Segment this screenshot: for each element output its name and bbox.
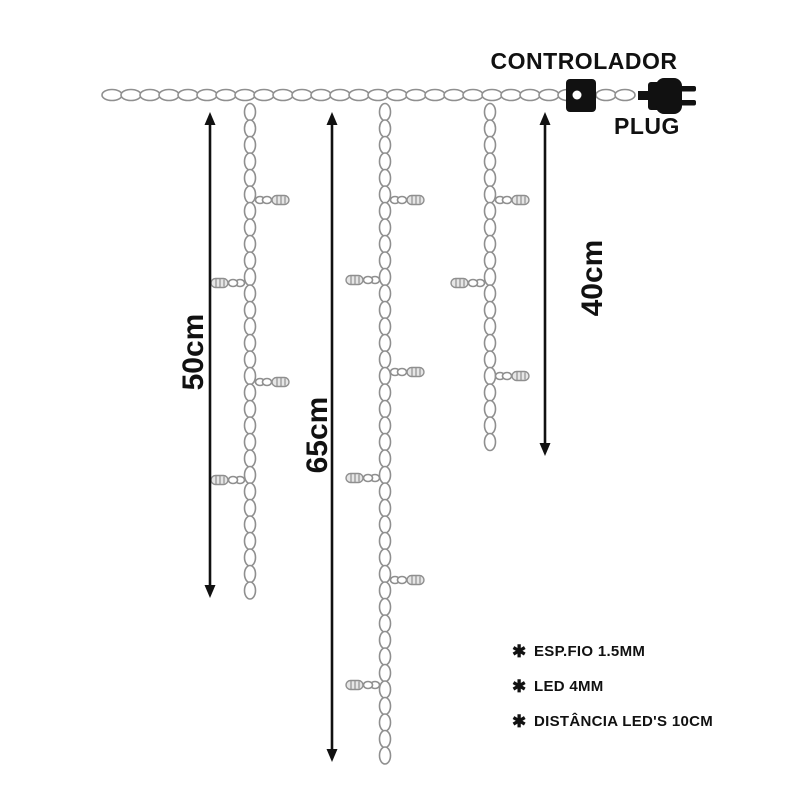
legend-item-label: ESP.FIO 1.5MM (534, 643, 645, 660)
plug-body (656, 78, 682, 114)
measurement-label-40cm: 40cm (576, 240, 609, 317)
led-bulb-icon (345, 472, 381, 484)
light-strands (210, 102, 530, 765)
plug-icon (638, 78, 696, 114)
measurement-label-50cm: 50cm (177, 314, 210, 391)
measurement-arrows (204, 112, 551, 762)
plug-prong-top (680, 86, 696, 92)
led-bulb-icon (450, 277, 486, 289)
light-strand (450, 102, 530, 452)
led-bulb-icon (389, 194, 425, 206)
measurement-label-65cm: 65cm (301, 397, 334, 474)
legend-item-led-distance: ✱ DISTÂNCIA LED'S 10CM (512, 712, 713, 731)
legend-item-label: DISTÂNCIA LED'S 10CM (534, 712, 713, 730)
asterisk-icon: ✱ (512, 642, 526, 661)
led-bulb-icon (389, 574, 425, 586)
legend-item-wire-gauge: ✱ ESP.FIO 1.5MM (512, 642, 645, 661)
led-bulb-icon (210, 277, 246, 289)
legend-item-led-size: ✱ LED 4MM (512, 677, 604, 696)
led-bulb-icon (345, 679, 381, 691)
controller-box-icon (566, 79, 596, 112)
plug-label: PLUG (614, 113, 680, 139)
light-strand (210, 102, 290, 600)
led-bulb-icon (210, 474, 246, 486)
led-bulb-icon (389, 366, 425, 378)
controller-label: CONTROLADOR (491, 48, 678, 74)
controller-button (572, 90, 582, 100)
led-bulb-icon (494, 370, 530, 382)
legend-item-label: LED 4MM (534, 678, 604, 695)
plug-prong-bottom (680, 100, 696, 106)
led-bulb-icon (345, 274, 381, 286)
led-bulb-icon (254, 376, 290, 388)
asterisk-icon: ✱ (512, 677, 526, 696)
led-bulb-icon (254, 194, 290, 206)
led-bulb-icon (494, 194, 530, 206)
plug-cord (638, 91, 652, 100)
light-strand (345, 102, 425, 765)
asterisk-icon: ✱ (512, 712, 526, 731)
legend: ✱ ESP.FIO 1.5MM ✱ LED 4MM ✱ DISTÂNCIA LE… (512, 642, 713, 731)
horizontal-wire (101, 88, 636, 102)
